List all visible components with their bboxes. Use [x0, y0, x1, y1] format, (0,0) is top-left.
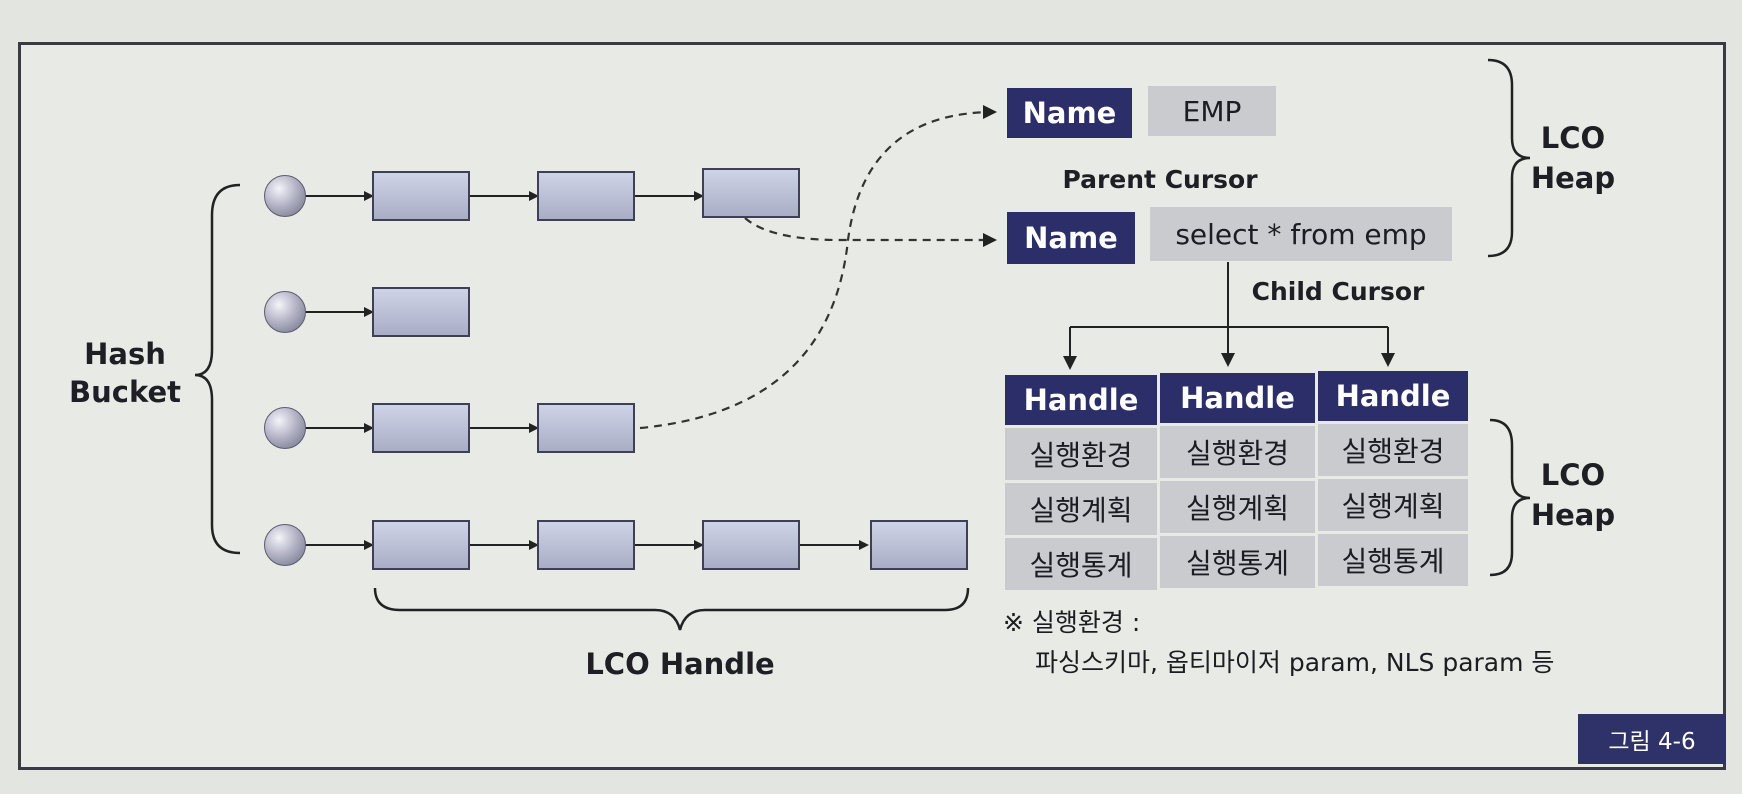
- bucket-node-1: [264, 175, 306, 217]
- parent-name-value: EMP: [1148, 86, 1276, 136]
- handle-cell-r3-c2: 실행통계: [1160, 536, 1315, 588]
- handle-cell-r2-c3: 실행계획: [1318, 479, 1468, 531]
- footnote-line-1: ※ 실행환경 :: [1003, 608, 1141, 637]
- handle-cell-r2-c2: 실행계획: [1160, 481, 1315, 533]
- lco-handle-label: LCO Handle: [585, 647, 775, 681]
- hash-bucket-label: Hash Bucket: [69, 337, 181, 409]
- handle-box-r4-2: [537, 520, 635, 570]
- lco-handle-brace: [373, 587, 970, 631]
- handle-box-r4-4: [870, 520, 968, 570]
- parent-name-label: Name: [1007, 88, 1132, 138]
- dashed-link-child: [744, 217, 997, 247]
- lco-heap-top-brace: [1487, 58, 1531, 258]
- handle-box-r3-1: [372, 403, 470, 453]
- handle-box-r2-1: [372, 287, 470, 337]
- child-name-label: Name: [1007, 212, 1135, 264]
- handle-cell-r3-c1: 실행통계: [1005, 538, 1157, 590]
- handle-box-r4-1: [372, 520, 470, 570]
- handle-box-r1-2: [537, 171, 635, 221]
- bucket-node-3: [264, 407, 306, 449]
- child-cursor-label: Child Cursor: [1251, 277, 1425, 306]
- figure-number-label: 그림 4-6: [1578, 714, 1726, 764]
- hash-bucket-brace: [194, 183, 241, 555]
- footnote-line-2: 파싱스키마, 옵티마이저 param, NLS param 등: [1035, 648, 1555, 677]
- lco-heap-top-label: LCO Heap: [1530, 121, 1616, 195]
- handle-header-3: Handle: [1318, 371, 1468, 421]
- parent-cursor-label: Parent Cursor: [1062, 165, 1258, 194]
- lco-heap-bottom-brace: [1489, 418, 1531, 577]
- bucket-node-4: [264, 524, 306, 566]
- handle-cell-r1-c2: 실행환경: [1160, 426, 1315, 478]
- child-name-value: select * from emp: [1150, 207, 1452, 261]
- handle-cell-r1-c1: 실행환경: [1005, 428, 1157, 480]
- handle-box-r4-3: [702, 520, 800, 570]
- dashed-link-parent: [639, 105, 997, 430]
- bucket-node-2: [264, 291, 306, 333]
- handle-box-r1-1: [372, 171, 470, 221]
- handle-header-1: Handle: [1005, 375, 1157, 425]
- handle-box-r3-2: [537, 403, 635, 453]
- handle-box-r1-3: [702, 168, 800, 218]
- handle-cell-r1-c3: 실행환경: [1318, 424, 1468, 476]
- handle-cell-r2-c1: 실행계획: [1005, 483, 1157, 535]
- handle-cell-r3-c3: 실행통계: [1318, 534, 1468, 586]
- lco-heap-bottom-label: LCO Heap: [1530, 458, 1616, 532]
- handle-header-2: Handle: [1160, 373, 1315, 423]
